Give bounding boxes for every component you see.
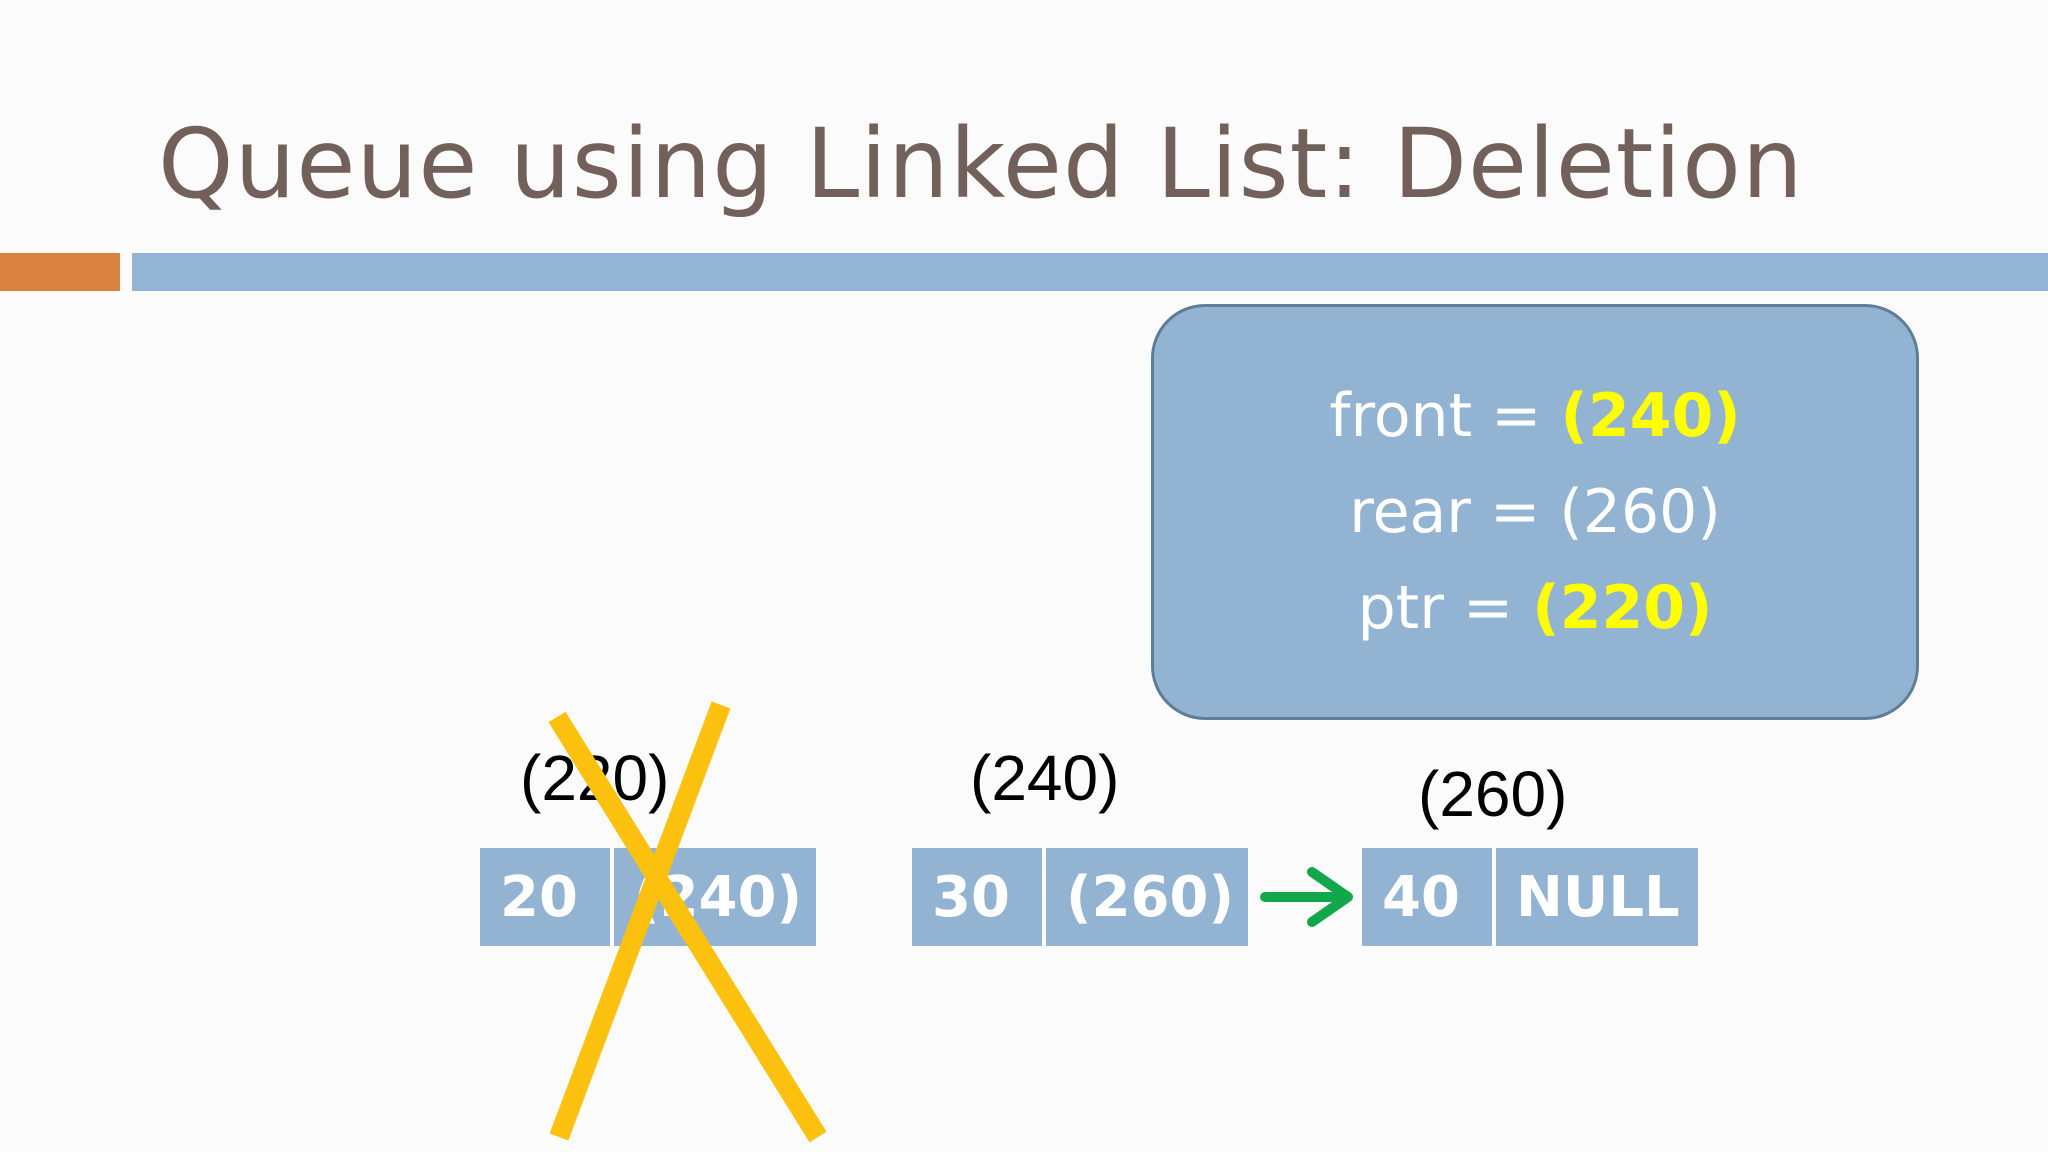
ptr-pointer-line: ptr = (220) [1358,560,1713,656]
ptr-value: (220) [1532,573,1713,643]
header-rule [132,253,2048,291]
node-data-cell: 20 [480,848,610,946]
next-pointer-arrow [1260,867,1353,927]
linked-list-node: 40 NULL [1362,848,1698,946]
node-data-cell: 30 [912,848,1042,946]
front-label: front = [1329,381,1542,451]
node-data-cell: 40 [1362,848,1492,946]
node-next-cell: NULL [1492,848,1698,946]
node-next-cell: (260) [1042,848,1248,946]
front-value: (240) [1560,381,1741,451]
node-address-260: (260) [1418,758,1568,830]
accent-bar [0,253,120,291]
ptr-label: ptr = [1357,573,1514,643]
rear-pointer-line: rear = (260) [1349,464,1720,560]
front-pointer-line: front = (240) [1329,368,1740,464]
node-address-240: (240) [970,742,1120,814]
pointer-info-box: front = (240) rear = (260) ptr = (220) [1151,304,1919,720]
delete-cross-icon [548,701,827,1143]
rear-label: rear = [1349,477,1541,547]
rear-value: (260) [1559,477,1721,547]
slide-title: Queue using Linked List: Deletion [158,108,1804,220]
linked-list-node: 30 (260) [912,848,1248,946]
